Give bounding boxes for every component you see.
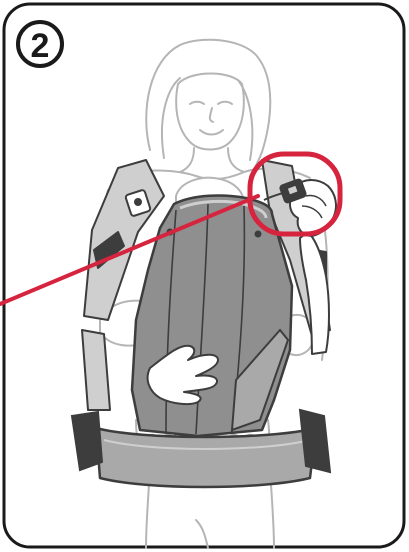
step-badge: 2	[18, 22, 62, 66]
step-number: 2	[31, 27, 50, 65]
waist-belt	[96, 428, 316, 487]
